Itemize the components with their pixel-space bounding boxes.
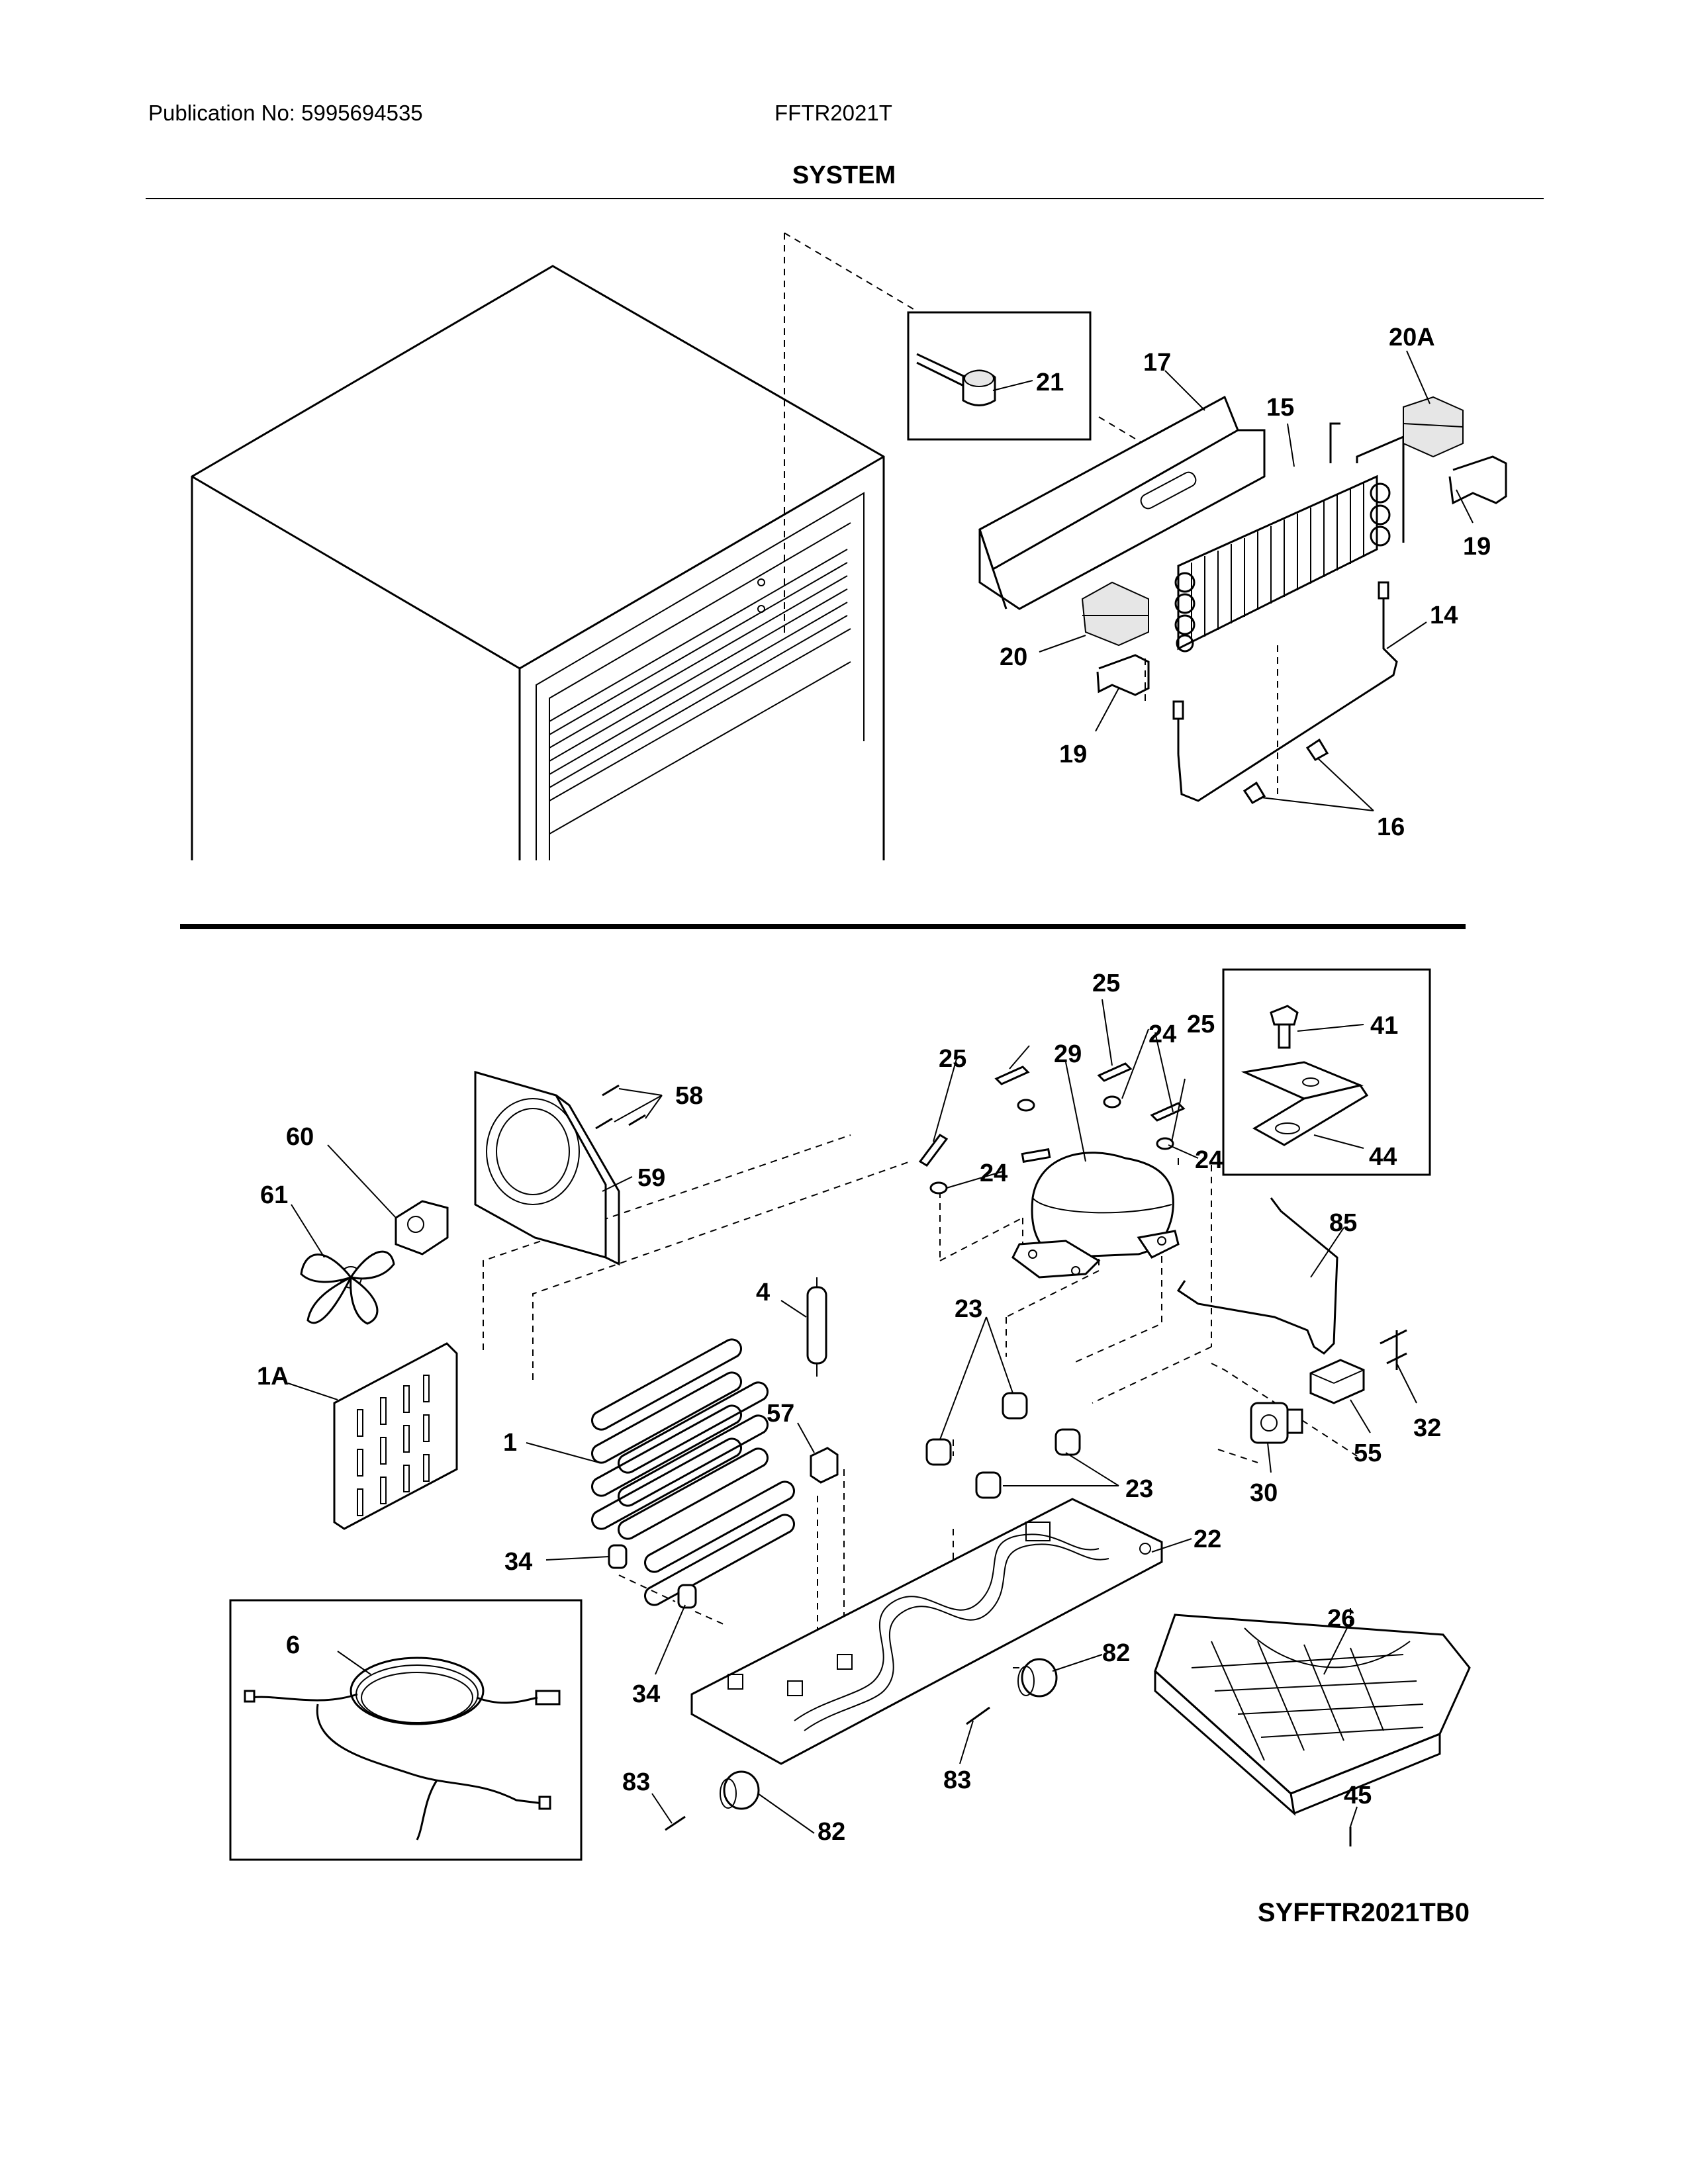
page-title: SYSTEM (792, 161, 896, 189)
roller-part-82-right (1017, 1658, 1058, 1698)
compressor-grommets-part-23 (925, 1392, 1081, 1499)
callout-14: 14 (1430, 602, 1458, 629)
callout-23-top: 23 (955, 1295, 982, 1323)
callout-19-right: 19 (1463, 533, 1491, 561)
callout-57: 57 (767, 1400, 794, 1428)
callout-25-top: 25 (1092, 970, 1120, 997)
callout-25-left: 25 (939, 1045, 966, 1073)
callout-34-upper: 34 (504, 1548, 532, 1576)
callout-21: 21 (1036, 369, 1064, 396)
tube-part-85 (1176, 1197, 1338, 1355)
callout-85: 85 (1329, 1209, 1357, 1237)
screw-part-83-right (966, 1706, 990, 1725)
callout-20: 20 (1000, 643, 1027, 671)
condenser-part-1 (591, 1338, 795, 1606)
screw-part-83-left (665, 1815, 686, 1831)
evaporator-bracket-part-20A (1403, 396, 1464, 458)
callout-58: 58 (675, 1082, 703, 1110)
evaporator-clip-part-19-left (1096, 654, 1150, 696)
model-number: FFTR2021T (774, 101, 892, 125)
callout-83-left: 83 (622, 1768, 650, 1796)
callout-59: 59 (637, 1164, 665, 1192)
drain-pan-part-26 (1154, 1614, 1471, 1816)
callout-24-top: 24 (1149, 1021, 1176, 1048)
callout-25-right: 25 (1187, 1011, 1215, 1038)
callout-1A: 1A (257, 1363, 289, 1390)
evaporator-cover-ribs (549, 549, 848, 788)
callout-6: 6 (286, 1631, 300, 1659)
grommet-part-34b (677, 1584, 697, 1609)
condenser-cover-part-1A (333, 1342, 458, 1530)
evaporator-bracket-part-20 (1081, 581, 1149, 647)
publication-number: Publication No: 5995694535 (148, 101, 423, 125)
compressor-part-29 (1011, 1148, 1180, 1279)
callout-34-lower: 34 (632, 1680, 660, 1708)
inset-frame-41-44 (1222, 968, 1431, 1176)
heater-clip-part-16a (1243, 781, 1266, 804)
washers-part-24 (929, 1095, 1174, 1195)
mounting-clips-part-25 (918, 1062, 1186, 1167)
callout-19-left: 19 (1059, 741, 1087, 768)
bracket-part-44 (1241, 1061, 1369, 1146)
callout-15: 15 (1266, 394, 1294, 422)
callout-24-left: 24 (980, 1160, 1008, 1187)
callout-20A: 20A (1389, 324, 1435, 351)
callout-44: 44 (1369, 1143, 1397, 1171)
callout-23-bottom: 23 (1125, 1475, 1153, 1503)
callout-1: 1 (503, 1429, 517, 1457)
callout-32: 32 (1413, 1414, 1441, 1442)
callout-82-right: 82 (1102, 1639, 1130, 1667)
evaporator-coil-part-15 (1174, 422, 1405, 653)
evaporator-clip-part-19-right (1448, 455, 1507, 505)
drier-part-4 (806, 1277, 827, 1377)
callout-24-right: 24 (1195, 1146, 1223, 1174)
fan-shroud-part-59 (474, 1071, 620, 1266)
drain-trough-part-17 (978, 395, 1266, 610)
callout-17: 17 (1143, 349, 1171, 377)
clip-part-57 (810, 1447, 839, 1484)
relay-part-30 (1250, 1402, 1303, 1444)
callout-16: 16 (1377, 813, 1405, 841)
callout-26: 26 (1327, 1605, 1355, 1633)
callout-82-left: 82 (818, 1818, 845, 1846)
wires-part-32 (1380, 1329, 1407, 1370)
callout-61: 61 (260, 1181, 288, 1209)
grommet-part-34a (608, 1544, 628, 1569)
callout-30: 30 (1250, 1479, 1278, 1507)
callout-labels: 21 17 15 20A 19 20 19 14 16 25 25 25 24 … (257, 324, 1491, 1846)
callout-29: 29 (1054, 1040, 1082, 1068)
callout-55: 55 (1354, 1439, 1382, 1467)
callout-22: 22 (1194, 1525, 1221, 1553)
diagram-code: SYFFTR2021TB0 (1257, 1898, 1470, 1927)
callout-41: 41 (1370, 1012, 1398, 1040)
bottom-leader-lines (287, 999, 1417, 1834)
cabinet-outline (191, 265, 885, 860)
callout-4: 4 (756, 1279, 770, 1306)
screws-part-58 (595, 1084, 646, 1130)
base-plate-part-22 (690, 1498, 1163, 1765)
callout-83-right: 83 (943, 1766, 971, 1794)
roller-part-82-left (720, 1770, 760, 1810)
screw-part-41 (1270, 1005, 1299, 1049)
thermostat-clip-part-21 (916, 353, 996, 406)
heater-clip-part-16b (1305, 738, 1329, 761)
fan-motor-part-60 (395, 1200, 449, 1255)
inset-frame-6 (229, 1599, 583, 1861)
callout-45: 45 (1344, 1782, 1372, 1809)
inset-frame-21 (907, 311, 1092, 441)
defrost-heater-part-14 (1172, 581, 1398, 802)
overload-part-55 (1309, 1359, 1365, 1404)
top-leader-lines (992, 350, 1474, 811)
fan-blade-part-61 (300, 1250, 395, 1325)
power-cord-part-6 (244, 1657, 561, 1841)
callout-60: 60 (286, 1123, 314, 1151)
